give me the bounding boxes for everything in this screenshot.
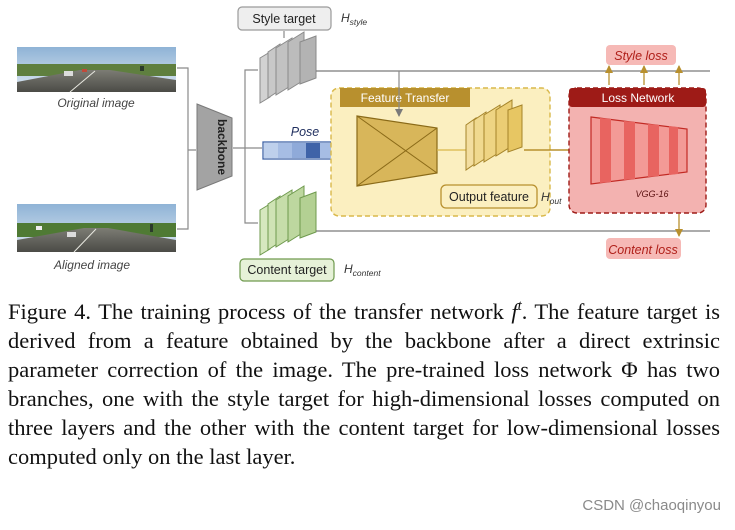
style-loss-box [606,45,676,65]
pose-label: Pose [291,125,320,139]
vgg16-label: VGG-16 [635,189,668,199]
aligned-image-label: Aligned image [53,258,130,272]
style-target-box [237,6,332,31]
style-feature-stack [259,31,317,104]
style-target-symbol: Hstyle [341,11,367,27]
output-feature-label: Output feature [449,190,529,204]
output-feature-stack [465,99,523,171]
caption-superscript: t [517,298,522,314]
caption-function: f [511,299,518,324]
backbone-block [196,103,233,191]
style-target-label: Style target [252,12,316,26]
caption-body: . The feature target is derived from a f… [8,299,721,469]
vgg16-network [590,116,688,185]
content-feature-stack [259,185,317,256]
content-target-box [239,258,335,282]
content-loss-label: Content loss [608,243,677,257]
training-process-diagram: Original image Aligned image backbone St… [17,6,710,282]
backbone-to-targets-connector [233,69,262,224]
feature-transfer-header [340,88,470,107]
content-loss-box [606,238,681,259]
output-feature-symbol: Hout [541,190,562,206]
original-image-label: Original image [57,96,135,110]
aligned-image [17,204,176,253]
pose-vector [262,141,337,160]
feature-transfer-label: Feature Transfer [361,91,450,105]
content-target-symbol: Hcontent [344,262,381,278]
figure-caption: Figure 4. The training process of the tr… [8,297,720,471]
output-feature-box [440,184,538,209]
images-to-backbone-connector [177,67,196,230]
content-target-label: Content target [247,263,327,277]
caption-prefix: Figure 4. The training process of the tr… [8,299,512,324]
original-image [17,47,176,93]
style-loss-label: Style loss [614,49,668,63]
loss-network-label: Loss Network [602,91,676,105]
transfer-module [356,115,438,187]
backbone-label: backbone [215,119,229,175]
loss-network-header [569,88,706,107]
watermark: CSDN @chaoqinyou [582,497,721,514]
